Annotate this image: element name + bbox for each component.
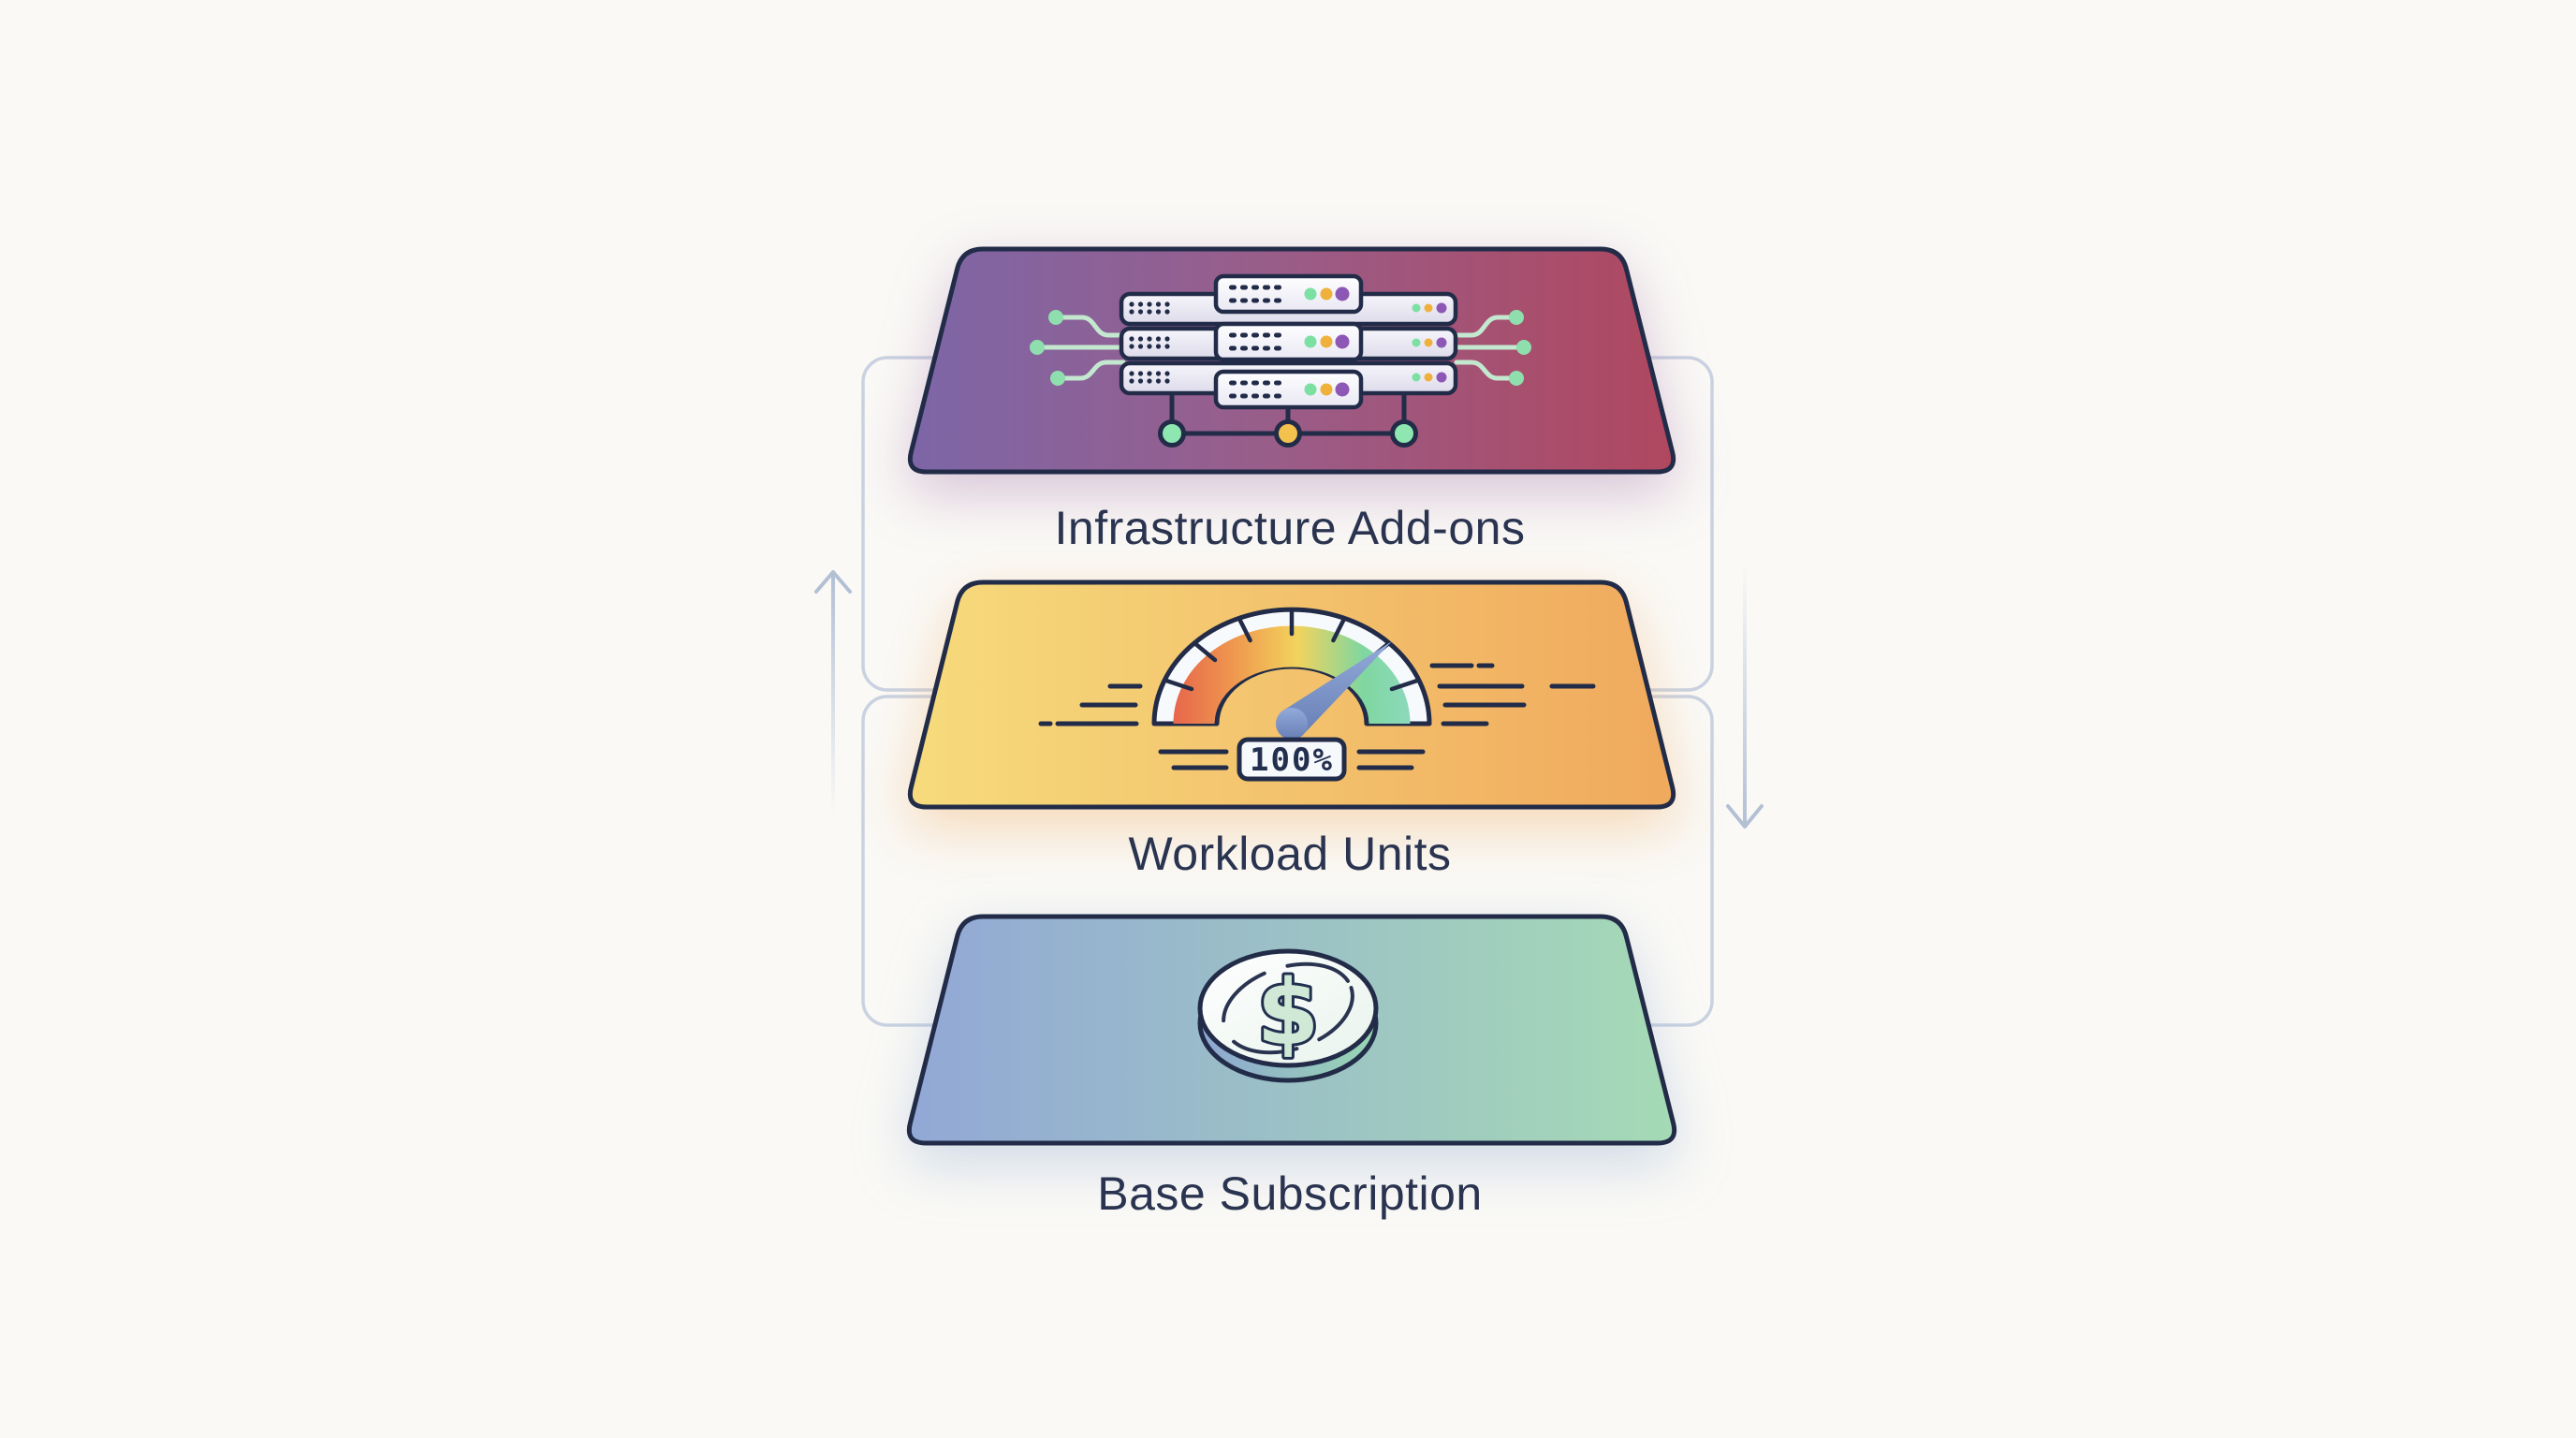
down-arrow-icon: [1726, 560, 1764, 829]
tier-card-workload-units: 100%: [907, 580, 1676, 810]
network-node-icon: [1390, 419, 1418, 448]
gauge-icon: 100%: [1038, 607, 1596, 782]
tier-label-infrastructure-add-ons: Infrastructure Add-ons: [1055, 502, 1526, 554]
gauge-value-display: [1237, 737, 1347, 782]
tier-card-infrastructure-add-ons: [907, 246, 1676, 475]
network-node-icon: [1274, 419, 1302, 448]
up-arrow-icon: [814, 570, 852, 818]
network-node-icon: [1158, 419, 1186, 448]
server-stack-icon: [1030, 273, 1531, 448]
dollar-coin-icon: $: [1197, 948, 1379, 1083]
tier-label-base-subscription: Base Subscription: [1097, 1167, 1483, 1220]
tier-label-workload-units: Workload Units: [1128, 828, 1451, 880]
dollar-sign: $: [1257, 961, 1320, 1065]
gauge-value: 100%: [1250, 741, 1334, 779]
gauge-needle: [1276, 641, 1392, 740]
card-shape: [907, 580, 1676, 810]
tier-card-base-subscription: $: [906, 914, 1677, 1146]
